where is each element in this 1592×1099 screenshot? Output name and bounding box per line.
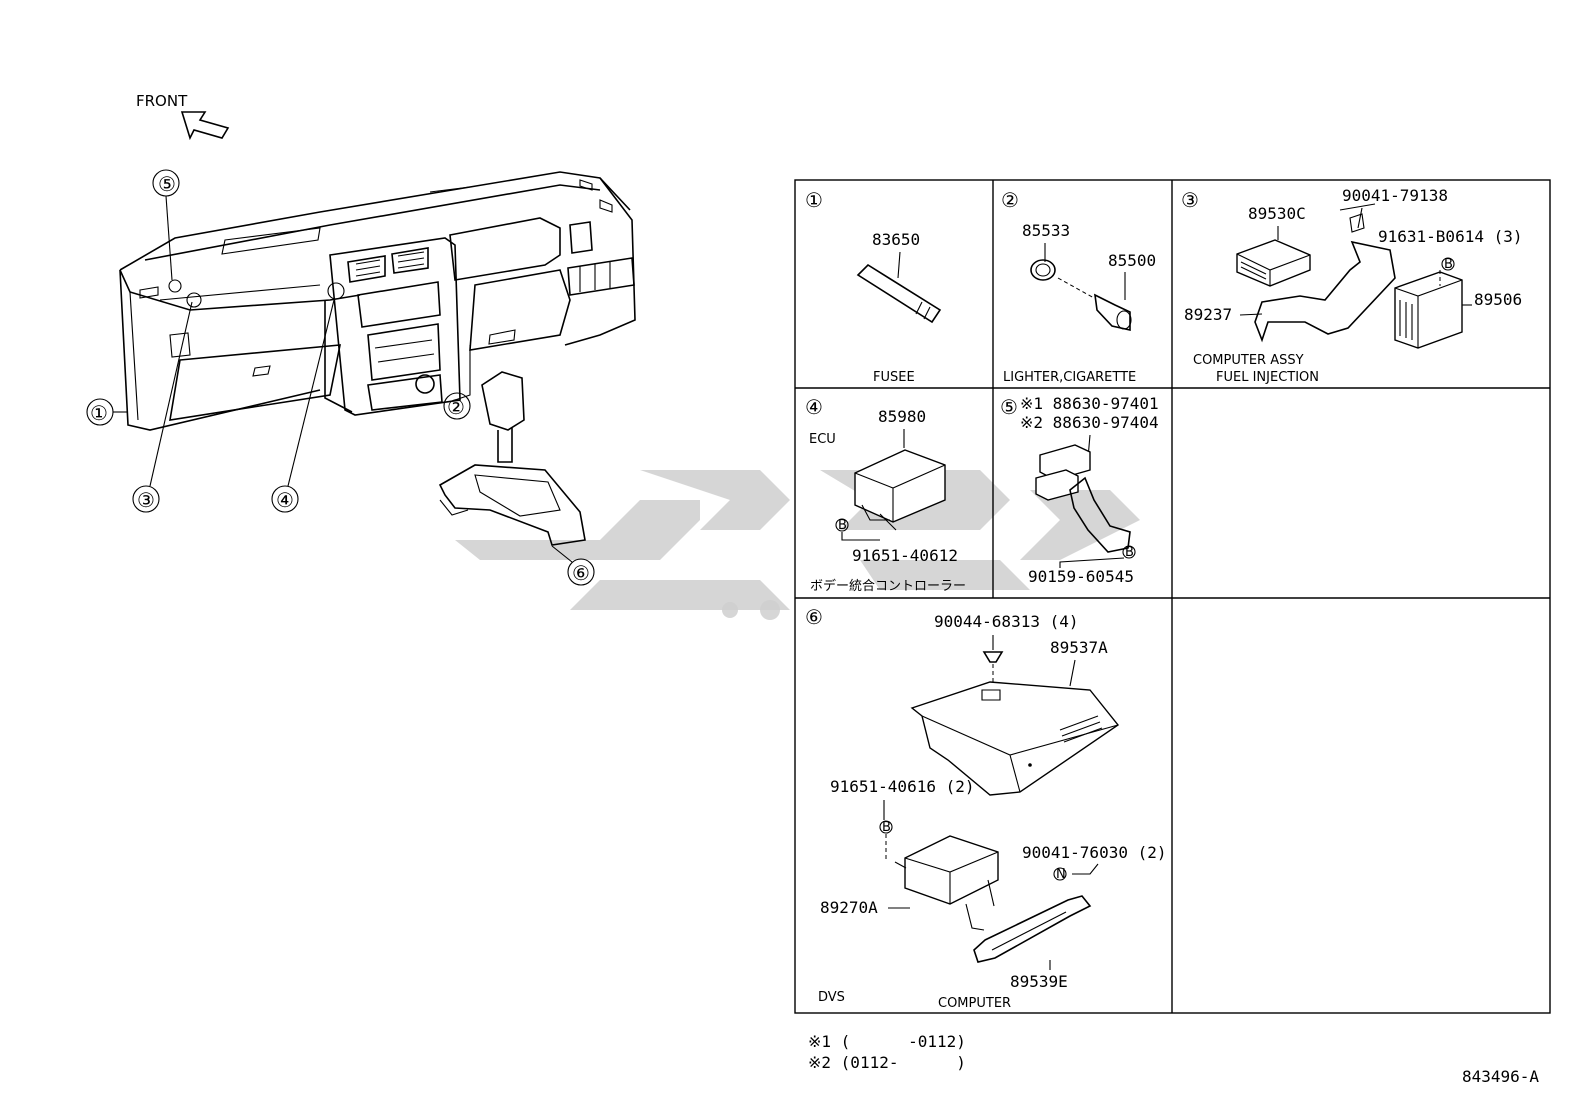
figure-id: 843496-A [1462, 1067, 1539, 1086]
front-label: FRONT [136, 92, 188, 110]
marker-b: B [838, 518, 847, 533]
panel-6-index: ⑥ [805, 605, 823, 629]
marker-b: B [1444, 257, 1453, 272]
part-91631-B0614: 91631-B0614 (3) [1378, 227, 1523, 246]
part-89506: 89506 [1474, 290, 1522, 309]
computer-89270A-icon [904, 835, 999, 905]
relay-icon [1039, 444, 1091, 481]
panel-1-fusee: ① 83650 FUSEE [805, 188, 942, 385]
panel-2-caption: LIGHTER,CIGARETTE [1003, 370, 1136, 385]
callout-1: ① [90, 401, 108, 425]
dashboard-overview-drawing [119, 171, 636, 431]
panel-6-caption: COMPUTER [938, 996, 1011, 1011]
fuel-injection-computer-icon [1236, 239, 1311, 287]
part-90041-79138: 90041-79138 [1342, 186, 1448, 205]
part-88630-97401: ※1 88630-97401 [1020, 394, 1159, 413]
part-88630-97404: ※2 88630-97404 [1020, 413, 1159, 432]
body-ecu-icon [854, 449, 946, 523]
part-85500: 85500 [1108, 251, 1156, 270]
bracket-89237-icon [1254, 240, 1396, 343]
footnote-2: ※2 (0112- ) [808, 1053, 966, 1072]
part-90041-76030: 90041-76030 (2) [1022, 843, 1167, 862]
fusee-part-icon [856, 263, 942, 324]
part-90159-60545: 90159-60545 [1028, 567, 1134, 586]
panel-3-caption-2: FUEL INJECTION [1216, 370, 1319, 385]
marker-n: N [1056, 867, 1066, 882]
panel-1-caption: FUSEE [873, 370, 915, 385]
panel-5-index: ⑤ [1000, 395, 1018, 419]
part-91651-40612: 91651-40612 [852, 546, 958, 565]
panel-6-dvs-computer: ⑥ 90044-68313 (4) 89537A 91651-40616 (2)… [805, 605, 1167, 1011]
marker-b: B [1125, 545, 1134, 560]
part-83650: 83650 [872, 230, 920, 249]
panel-1-index: ① [805, 188, 823, 212]
parts-grid [794, 179, 1551, 1014]
bracket-89539E-icon [973, 895, 1092, 963]
front-arrow-icon [180, 111, 230, 141]
part-89237: 89237 [1184, 305, 1232, 324]
panel-3-index: ③ [1181, 188, 1199, 212]
relay-bracket-icon [1069, 476, 1131, 553]
panel-2-index: ② [1001, 188, 1019, 212]
callout-4: ④ [276, 488, 294, 512]
clip-icon [982, 651, 1004, 663]
cover-89537A-icon [910, 681, 1120, 796]
panel-6-tag: DVS [818, 990, 845, 1005]
lighter-plug-icon [1094, 293, 1131, 331]
callout-6: ⑥ [572, 561, 590, 585]
part-85980: 85980 [878, 407, 926, 426]
part-89530C: 89530C [1248, 204, 1306, 223]
footnotes: ※1 ( -0112) ※2 (0112- ) [808, 1032, 966, 1072]
panel-5-relay: ⑤ ※1 88630-97401 ※2 88630-97404 B 90159-… [1000, 394, 1159, 586]
callout-2: ② [447, 395, 465, 419]
front-indicator: FRONT [136, 92, 230, 141]
panel-4-index: ④ [805, 395, 823, 419]
marker-b: B [882, 820, 891, 835]
callout-5: ⑤ [158, 172, 176, 196]
callout-3: ③ [137, 488, 155, 512]
shift-console-overview-drawing [438, 371, 586, 546]
panel-4-caption: ボデー統合コントローラー [810, 578, 966, 594]
panel-3-caption-1: COMPUTER ASSY [1193, 353, 1304, 368]
part-89270A: 89270A [820, 898, 878, 917]
part-89537A: 89537A [1050, 638, 1108, 657]
part-91651-40616: 91651-40616 (2) [830, 777, 975, 796]
part-90044-68313: 90044-68313 (4) [934, 612, 1079, 631]
overview-callouts: ⑤ ① ③ ④ ② ⑥ [86, 169, 595, 586]
panel-2-lighter: ② 85533 85500 LIGHTER,CIGARETTE [1001, 188, 1156, 385]
panel-4-ecu: ④ ECU 85980 B 91651-40612 ボデー統合コントローラー [805, 395, 966, 594]
footnote-1: ※1 ( -0112) [808, 1032, 966, 1051]
part-85533: 85533 [1022, 221, 1070, 240]
panel-3-computer-assy: ③ 90041-79138 89530C 91631-B0614 (3) 892… [1181, 186, 1523, 385]
lighter-socket-icon [1030, 259, 1056, 281]
panel-4-tag: ECU [809, 432, 836, 447]
part-89539E: 89539E [1010, 972, 1068, 991]
